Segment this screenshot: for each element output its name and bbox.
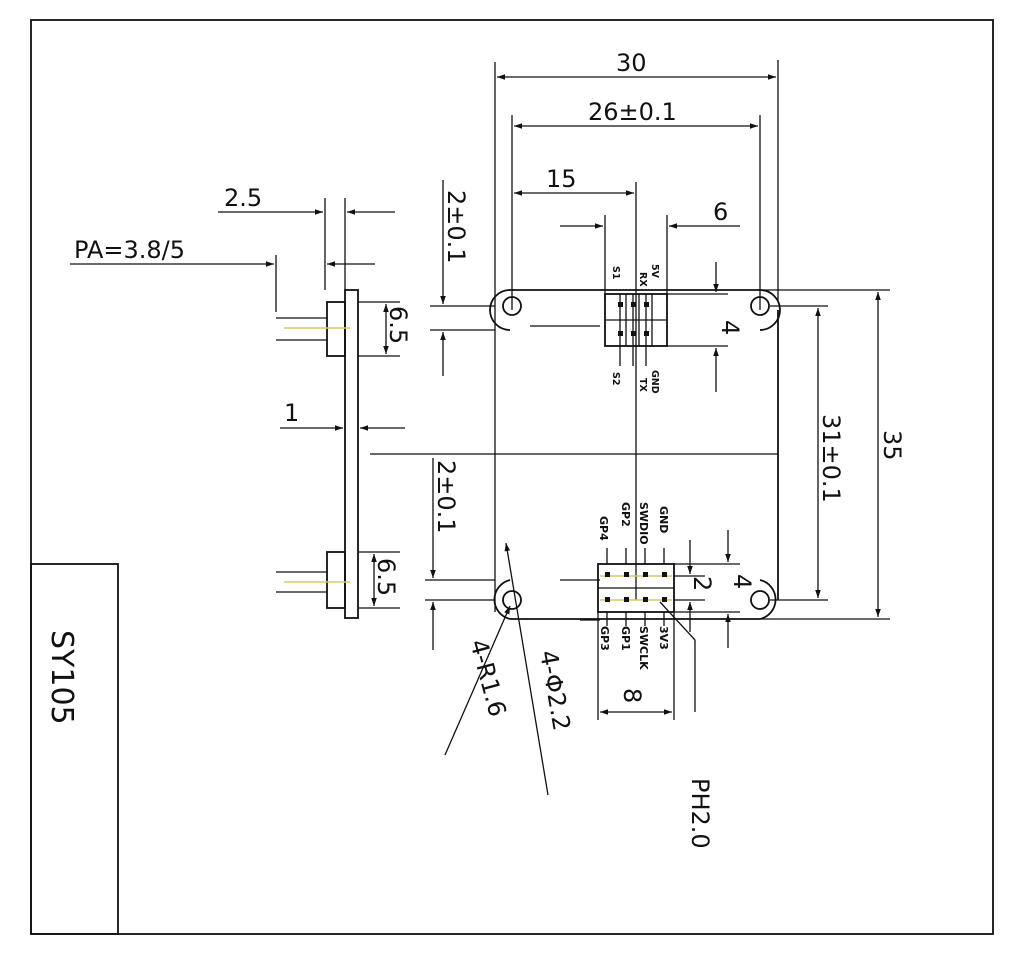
dim-hole-offset-bottom: 2±0.1 <box>425 458 495 650</box>
diameter-label: 4-Φ2.2 <box>534 648 576 733</box>
dim-15-label: 15 <box>546 165 577 193</box>
bottom-pin-gnd: GND <box>657 506 670 533</box>
dim-8-label: 8 <box>618 688 646 703</box>
dim-1-label: 1 <box>284 399 299 427</box>
dim-pa-label: PA=3.8/5 <box>74 236 185 264</box>
dim-header-8: 8 <box>597 612 675 720</box>
dim-pin-row-6: 6 <box>560 198 740 300</box>
dim-center-15: 15 <box>514 165 637 600</box>
dim-hole-offset-top: 2±0.1 <box>430 180 495 376</box>
bottom-pin-swdio: SWDIO <box>637 502 650 545</box>
dim-26-label: 26±0.1 <box>588 98 677 126</box>
connector-label: PH2.0 <box>686 778 714 849</box>
pcb-board <box>370 289 781 621</box>
diameter-leader: 4-Φ2.2 <box>504 542 576 796</box>
dim-35-label: 35 <box>878 430 906 461</box>
dim-pin-pitch-2: 2 <box>674 540 716 632</box>
top-pin-s1: S1 <box>610 266 621 279</box>
dim-spacing-26: 26±0.1 <box>511 98 761 310</box>
dim-4-label: 4 <box>716 320 744 335</box>
dim-6-label: 6 <box>713 198 728 226</box>
bottom-header: GP4 GP2 SWDIO GND GP3 GP1 SWCLK 3V3 <box>597 502 675 670</box>
top-pin-rx: RX <box>637 272 648 287</box>
top-pin-s2: S2 <box>610 372 621 385</box>
dim-4-bottom-label: 4 <box>728 574 756 589</box>
dim-2-5-label: 2.5 <box>224 184 262 212</box>
mounting-hole-top-left <box>502 296 522 316</box>
dim-pa-pitch: PA=3.8/5 <box>70 236 375 312</box>
dim-height-35: 35 <box>760 289 906 620</box>
dim-2-pitch-label: 2 <box>688 576 716 591</box>
connector-leader: PH2.0 <box>659 601 714 849</box>
top-header: S1 RX 5V S2 TX GND <box>604 264 668 394</box>
side-board <box>276 289 359 619</box>
mounting-hole-top-right <box>750 296 770 316</box>
dim-header-4: 4 <box>667 262 744 392</box>
bottom-pin-gp3: GP3 <box>598 626 611 651</box>
dim-2-top-label: 2±0.1 <box>442 190 470 264</box>
dim-31-label: 31±0.1 <box>817 414 845 503</box>
bottom-pin-gp2: GP2 <box>619 502 632 527</box>
dim-30-label: 30 <box>616 49 647 77</box>
dim-width-30: 30 <box>494 49 779 612</box>
mounting-hole-bottom-right <box>750 590 770 610</box>
bottom-pin-gp1: GP1 <box>619 626 632 651</box>
top-pin-5v: 5V <box>649 264 660 279</box>
dim-board-1: 1 <box>280 399 405 431</box>
dim-2-bottom-label: 2±0.1 <box>432 460 460 534</box>
dim-header-4-bottom: 4 <box>674 530 756 648</box>
mounting-hole-bottom-left <box>502 590 522 610</box>
dim-pin-6-5-top: 6.5 <box>358 301 412 357</box>
dim-side-2-5: 2.5 <box>218 184 395 290</box>
top-pin-tx: TX <box>637 378 648 392</box>
dim-6-5-top-label: 6.5 <box>384 306 412 344</box>
dim-pin-6-5-bottom: 6.5 <box>358 551 400 609</box>
radius-leader: 4-R1.6 <box>444 605 512 756</box>
radius-label: 4-R1.6 <box>464 636 511 719</box>
model-label: SY105 <box>44 630 79 725</box>
title-box <box>30 563 119 935</box>
dim-6-5-bottom-label: 6.5 <box>372 558 400 596</box>
dim-spacing-31: 31±0.1 <box>770 305 845 601</box>
top-pin-gnd: GND <box>649 370 660 394</box>
bottom-pin-swclk: SWCLK <box>637 626 650 670</box>
drawing-frame <box>30 19 994 935</box>
bottom-pin-3v3: 3V3 <box>657 626 670 650</box>
bottom-pin-gp4: GP4 <box>597 516 610 541</box>
